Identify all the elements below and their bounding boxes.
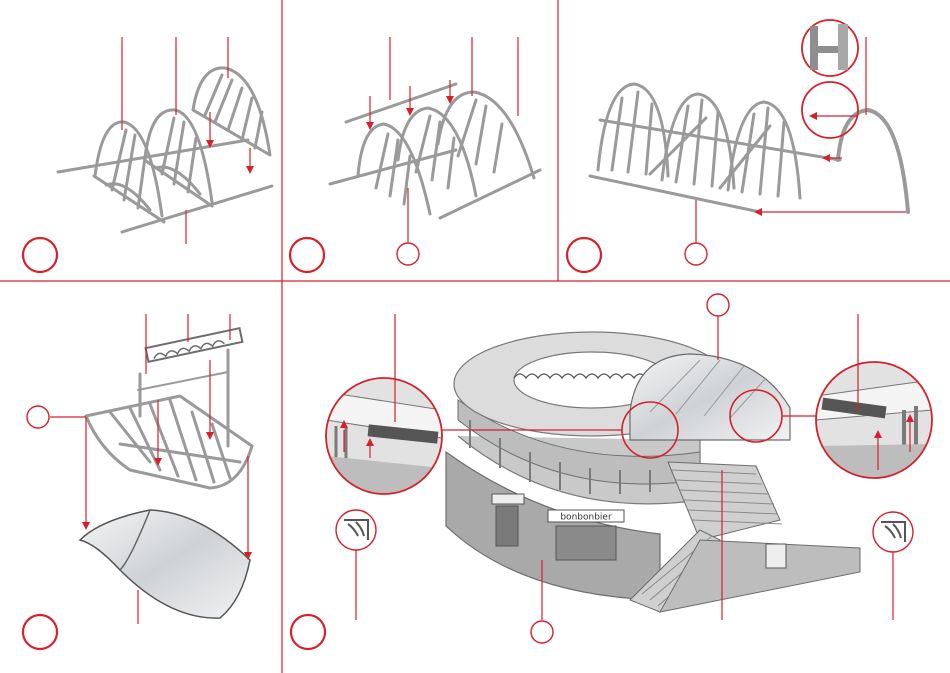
panel-step-2	[290, 37, 540, 272]
part-callout-4	[27, 406, 49, 428]
bracket-inset-right	[873, 512, 913, 552]
step-circle-3	[567, 238, 601, 272]
arch-frame-e	[438, 92, 534, 178]
leaders-2	[366, 37, 518, 242]
step-circle-1	[23, 238, 57, 272]
building-model: bonbonbier	[446, 332, 860, 612]
arch-frame-a	[95, 122, 162, 216]
bracket-inset-left	[336, 510, 376, 550]
arch-frame-c	[358, 124, 430, 214]
side-bow	[838, 110, 908, 212]
part-callout-2	[397, 243, 419, 265]
step-circle-4	[23, 615, 57, 649]
shop-sign-text: bonbonbier	[560, 513, 612, 523]
panel-step-3	[567, 20, 908, 272]
step-circle-2	[290, 238, 324, 272]
detail-inset-3	[802, 20, 858, 76]
arch-frame-h	[728, 102, 800, 198]
part-callout-5-top	[707, 294, 729, 316]
panel-step-4	[23, 314, 252, 649]
detail-inset-right	[816, 362, 932, 478]
part-callout-3	[685, 243, 707, 265]
glass-pane-4	[80, 510, 250, 618]
detail-marker-3	[802, 82, 858, 138]
part-callout-5-bottom	[531, 621, 553, 643]
panel-step-5: bonbonbier	[291, 294, 932, 649]
panel-step-1	[23, 37, 272, 272]
step-circle-5	[291, 615, 325, 649]
